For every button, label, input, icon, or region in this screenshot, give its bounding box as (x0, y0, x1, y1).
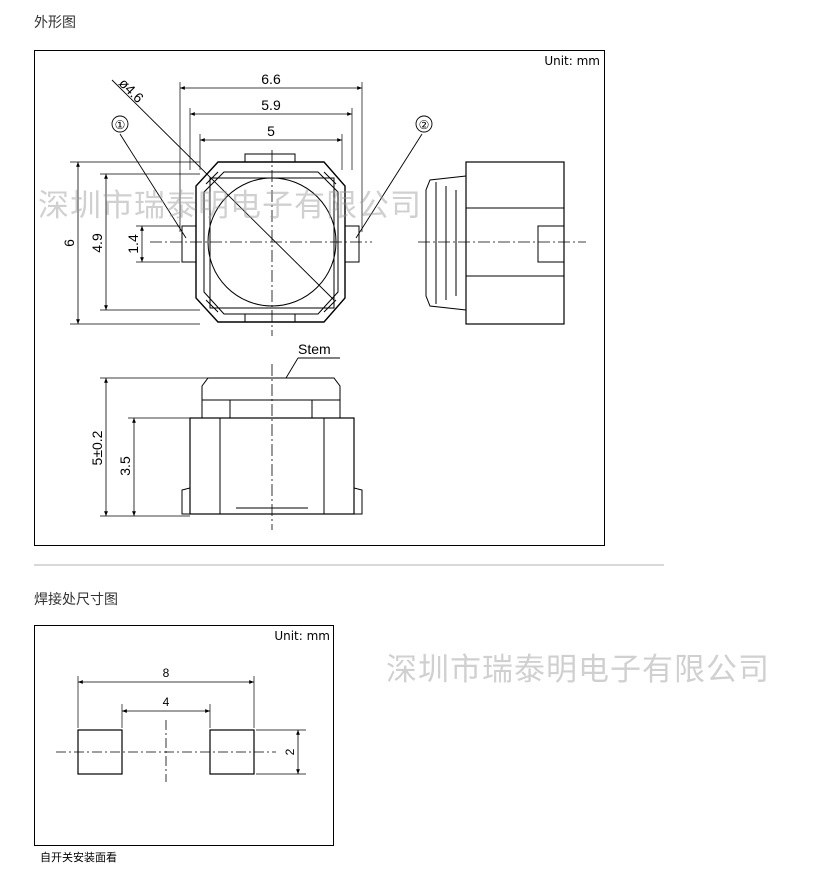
solder-pad-frame: Unit: mm (34, 625, 334, 846)
front-view (100, 357, 363, 530)
unit-label-2: Unit: mm (274, 629, 330, 643)
dim-6: 6 (61, 239, 77, 247)
dim-1-4: 1.4 (125, 234, 141, 254)
watermark-bottom: 深圳市瑞泰明电子有限公司 (386, 652, 770, 688)
dim-diameter: ø4.6 (116, 75, 147, 106)
dim-5-9: 5.9 (261, 97, 281, 113)
unit-label: Unit: mm (544, 54, 600, 68)
top-view (70, 79, 433, 336)
front-view-labels: Stem 5±0.2 3.5 (89, 341, 331, 476)
stem-label: Stem (298, 341, 331, 357)
section-divider (34, 564, 664, 566)
dim-6-6: 6.6 (261, 71, 281, 87)
side-view (418, 161, 586, 325)
mounting-side-note: 自开关安装面看 (40, 851, 117, 864)
pin-1-label: ① (115, 118, 126, 132)
pad-layout-labels: 8 4 2 (163, 666, 297, 755)
dim-4-9: 4.9 (89, 233, 105, 253)
dim-4: 4 (163, 695, 170, 709)
section-title-outline: 外形图 (34, 15, 76, 31)
dim-3-5: 3.5 (117, 456, 133, 476)
dim-8: 8 (163, 666, 170, 680)
watermark-top: 深圳市瑞泰明电子有限公司 (38, 188, 422, 224)
dim-5-tolerance: 5±0.2 (89, 430, 105, 465)
dim-5: 5 (267, 123, 275, 139)
pad-layout (56, 676, 306, 782)
pin-2-label: ② (419, 118, 430, 132)
dim-2: 2 (283, 748, 297, 755)
outline-drawing-frame: Unit: mm (34, 50, 605, 546)
section-title-solder-pads: 焊接处尺寸图 (34, 592, 118, 608)
